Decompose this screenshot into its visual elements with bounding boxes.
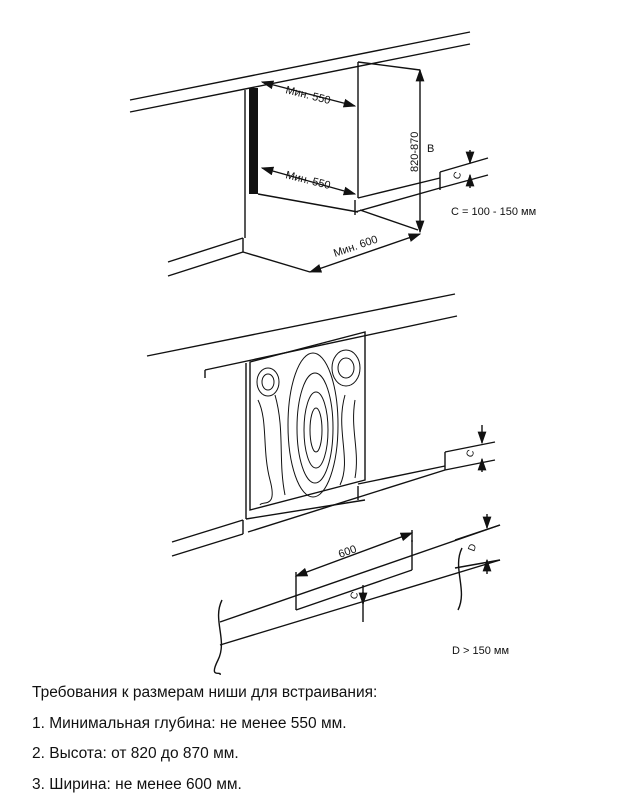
fig1-height-range-label: 820-870 [409,132,421,172]
cabinet-side-panel [249,88,258,194]
caption-item-depth: 1. Минимальная глубина: не менее 550 мм. [32,714,347,732]
fig1-height-letter: B [427,143,434,155]
fig2-c-letter: C [464,448,477,459]
fig3-width-label: 600 [337,543,358,561]
caption-item-width: 3. Ширина: не менее 600 мм. [32,775,242,793]
fig3-d-letter: D [466,542,479,553]
figure-plinth-plan [213,514,501,675]
caption-item-height: 2. Высота: от 820 до 870 мм. [32,745,239,762]
fig3-c-letter: C [348,590,361,601]
fig1-c-letter: C [451,170,464,181]
installation-diagram: Мин. 550 Мин. 550 820-870 B C C = 100 - … [129,31,536,675]
fig3-d-note: D > 150 мм [452,645,509,657]
figure-door-panel [146,293,496,557]
fig1-c-range: C = 100 - 150 мм [451,206,536,218]
fig1-depth-bottom-label: Мин. 550 [284,169,331,192]
requirements-caption: Требования к размерам ниши для встраиван… [32,682,612,804]
fig1-depth-top-label: Мин. 550 [284,84,331,107]
figure-niche-dimensions [129,31,489,277]
caption-heading: Требования к размерам ниши для встраиван… [32,684,378,701]
